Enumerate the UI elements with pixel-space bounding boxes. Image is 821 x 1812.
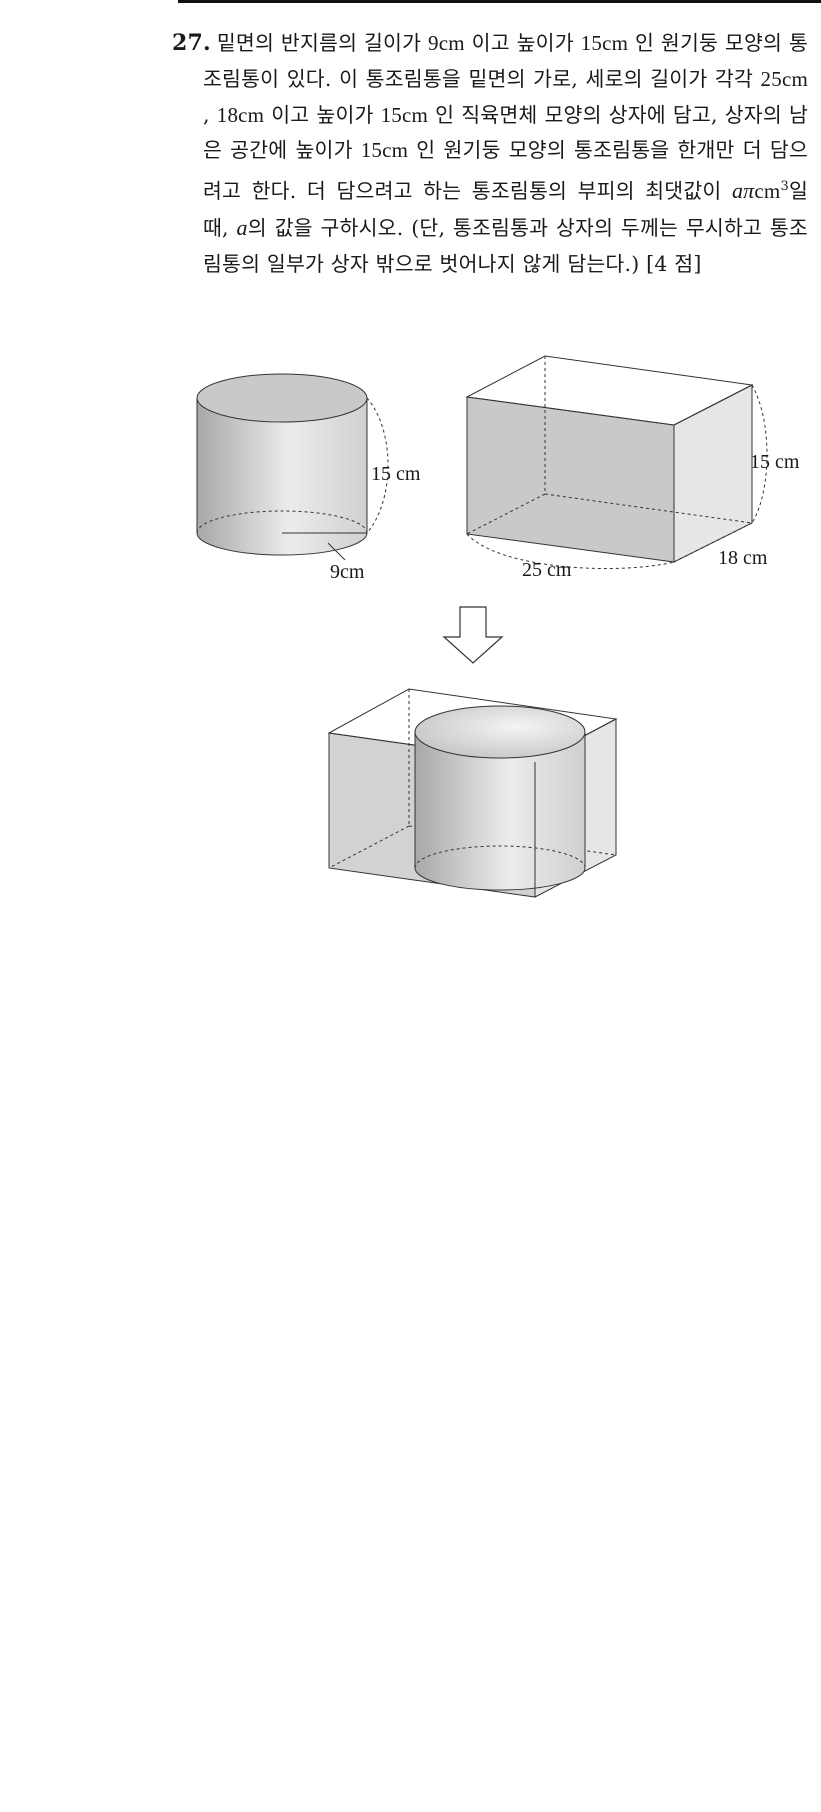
value-depth: 18 [216, 102, 239, 127]
variable-a: a [731, 178, 744, 204]
problem-text: 27.밑면의 반지름의 길이가 9cm 이고 높이가 15cm 인 원기둥 모양… [172, 26, 808, 282]
value-radius: 9 [428, 31, 439, 55]
text-segment: 이고 높이가 [464, 31, 581, 55]
unit-cm: cm [781, 66, 808, 91]
value-height: 15 [360, 138, 383, 163]
unit-cm: cm [754, 179, 781, 204]
points-label: [4 점] [646, 251, 702, 276]
value-width: 25 [760, 66, 782, 91]
text-segment: 인 원기둥 모양의 통조림통을 한개만 더 담으려고 한다. 더 담으려고 하는… [203, 138, 808, 204]
box-with-cylinder-figure [327, 688, 618, 898]
cylinder-radius-label: 9cm [330, 561, 365, 583]
text-segment: 의 값을 구하시오. [247, 215, 404, 240]
text-segment: 일 때, [203, 179, 808, 240]
text-segment: 인 원기둥 모양의 통조림통이 있다. 이 통조림통을 밑면의 가로, 세로의 … [203, 31, 809, 91]
text-segment: 인 직육면체 모양의 상자에 담고, 상자의 남은 공간에 높이가 [203, 102, 809, 163]
variable-a: a [236, 214, 248, 240]
text-segment: 이고 높이가 [264, 102, 381, 127]
box-height-label: 15 cm [750, 451, 800, 473]
exponent: 3 [780, 179, 789, 195]
unit-cm: cm [238, 102, 265, 127]
box-figure [465, 355, 768, 570]
unit-cm: cm [402, 102, 429, 127]
problem-number: 27. [172, 30, 211, 56]
cylinder-height-label: 15 cm [371, 463, 421, 485]
unit-cm: cm [438, 31, 465, 55]
value-height: 15 [580, 31, 603, 55]
text-segment: 밑면의 반지름의 길이가 [216, 31, 429, 55]
unit-cm: cm [382, 138, 409, 163]
problem-block: 27.밑면의 반지름의 길이가 9cm 이고 높이가 15cm 인 원기둥 모양… [172, 26, 808, 282]
box-depth-label: 18 cm [718, 547, 768, 569]
text-segment: , [203, 102, 217, 127]
unit-cm: cm [602, 31, 629, 55]
value-height: 15 [380, 102, 403, 127]
down-arrow-icon [442, 606, 504, 664]
cylinder-figure [196, 373, 389, 561]
top-rule [178, 0, 821, 3]
pi-symbol: π [743, 178, 755, 204]
box-width-label: 25 cm [522, 559, 572, 581]
problem-note: (단, 통조림통과 상자의 두께는 무시하고 통조림통의 일부가 상자 밖으로 … [203, 215, 808, 276]
